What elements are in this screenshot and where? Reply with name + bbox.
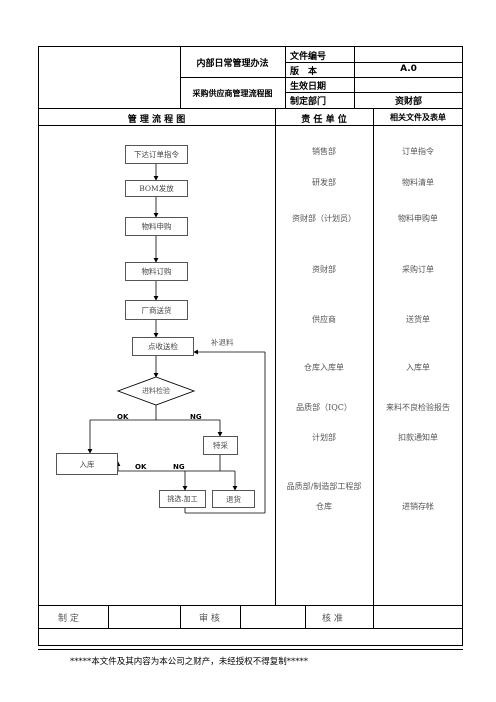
footer-top-line bbox=[38, 605, 463, 606]
decision-diamond bbox=[116, 376, 196, 406]
flow-decision-label: 进料检验 bbox=[142, 387, 170, 395]
header-row-line-2 bbox=[285, 77, 463, 78]
footer-divider-5 bbox=[373, 605, 374, 628]
unit-warehouse: 仓库 bbox=[316, 502, 332, 511]
flow-step-order-instruction: 下达订单指令 bbox=[125, 145, 188, 164]
doc-purchase-request: 物料申购单 bbox=[398, 214, 438, 223]
doc-defect-report: 来料不良检验报告 bbox=[386, 403, 450, 412]
flow-step-return: 退货 bbox=[212, 490, 255, 508]
doc-inventory-ledger: 进销存帐 bbox=[402, 502, 434, 511]
footer-divider-1 bbox=[108, 605, 109, 628]
header-row-line-1 bbox=[285, 62, 463, 63]
flow-ng-label: NG bbox=[190, 413, 202, 421]
flow-ng2-label: NG bbox=[173, 463, 185, 471]
flow-step-material-request: 物料申购 bbox=[125, 217, 188, 236]
footer-made-label: 制 定 bbox=[58, 614, 79, 624]
footer-bottom-line bbox=[38, 628, 463, 629]
flow-ok-label: OK bbox=[117, 413, 129, 421]
flow-step-special-accept: 特采 bbox=[203, 436, 238, 455]
flow-step-material-order: 物料订购 bbox=[125, 262, 188, 281]
page-bottom-rule bbox=[38, 649, 463, 650]
unit-sales: 销售部 bbox=[312, 147, 336, 156]
footer-divider-2 bbox=[180, 605, 181, 628]
doc-title: 采购供应商管理流程图 bbox=[192, 89, 273, 98]
flow-ok2-label: OK bbox=[135, 463, 147, 471]
document-frame bbox=[38, 46, 463, 646]
label-doc-number: 文件编号 bbox=[290, 52, 327, 62]
column-divider-1 bbox=[275, 108, 276, 605]
doc-bom: 物料清单 bbox=[402, 178, 434, 187]
unit-warehouse-receipt: 仓库入库单 bbox=[304, 363, 344, 372]
footer-approve-label: 核 准 bbox=[322, 614, 343, 624]
label-version: 版 本 bbox=[290, 67, 318, 77]
column-flow-header: 管 理 流 程 图 bbox=[127, 115, 186, 125]
value-dept: 资财部 bbox=[394, 97, 422, 107]
unit-quality: 品质部（IQC） bbox=[296, 403, 352, 412]
header-bottom-line bbox=[38, 108, 463, 109]
column-docs-header: 相关文件及表单 bbox=[390, 113, 446, 122]
flow-step-pick-process: 挑选.加工 bbox=[159, 490, 206, 508]
doc-delivery-note: 送货单 bbox=[406, 315, 430, 324]
header-mid-line bbox=[180, 77, 285, 78]
unit-rnd: 研发部 bbox=[312, 178, 336, 187]
unit-planning: 计划部 bbox=[312, 433, 336, 442]
unit-materials: 资财部 bbox=[312, 265, 336, 274]
flow-step-vendor-delivery: 厂商送货 bbox=[125, 300, 188, 320]
policy-name: 内部日常管理办法 bbox=[196, 59, 269, 69]
footer-divider-4 bbox=[305, 605, 306, 628]
doc-stock-in-slip: 入库单 bbox=[406, 363, 430, 372]
unit-supplier: 供应商 bbox=[312, 315, 336, 324]
header-row-line-3 bbox=[285, 92, 463, 93]
footer-review-label: 审 核 bbox=[199, 614, 220, 624]
unit-planner: 资财部（计划员） bbox=[292, 214, 356, 223]
column-header-line bbox=[38, 125, 463, 126]
value-version: A.0 bbox=[400, 64, 417, 74]
flow-step-bom: BOM发放 bbox=[125, 180, 188, 197]
flow-step-receive-inspect: 点收送检 bbox=[132, 337, 194, 356]
label-dept: 制定部门 bbox=[290, 97, 327, 107]
flow-step-stock-in: 入库 bbox=[56, 453, 118, 475]
doc-order-instruction: 订单指令 bbox=[402, 147, 434, 156]
doc-purchase-order: 采购订单 bbox=[402, 265, 434, 274]
column-divider-2 bbox=[373, 108, 374, 605]
footer-divider-3 bbox=[240, 605, 241, 628]
confidentiality-notice: *****本文件及其内容为本公司之财产，未经授权不得复制***** bbox=[70, 657, 309, 667]
label-effective-date: 生效日期 bbox=[290, 82, 327, 92]
unit-quality-manufacturing: 品质部/制造部工程部 bbox=[286, 482, 362, 491]
column-unit-header: 责 任 单 位 bbox=[301, 115, 347, 125]
flow-supplement-label: 补退料 bbox=[211, 338, 234, 347]
doc-deduction-notice: 扣款通知单 bbox=[398, 433, 438, 442]
